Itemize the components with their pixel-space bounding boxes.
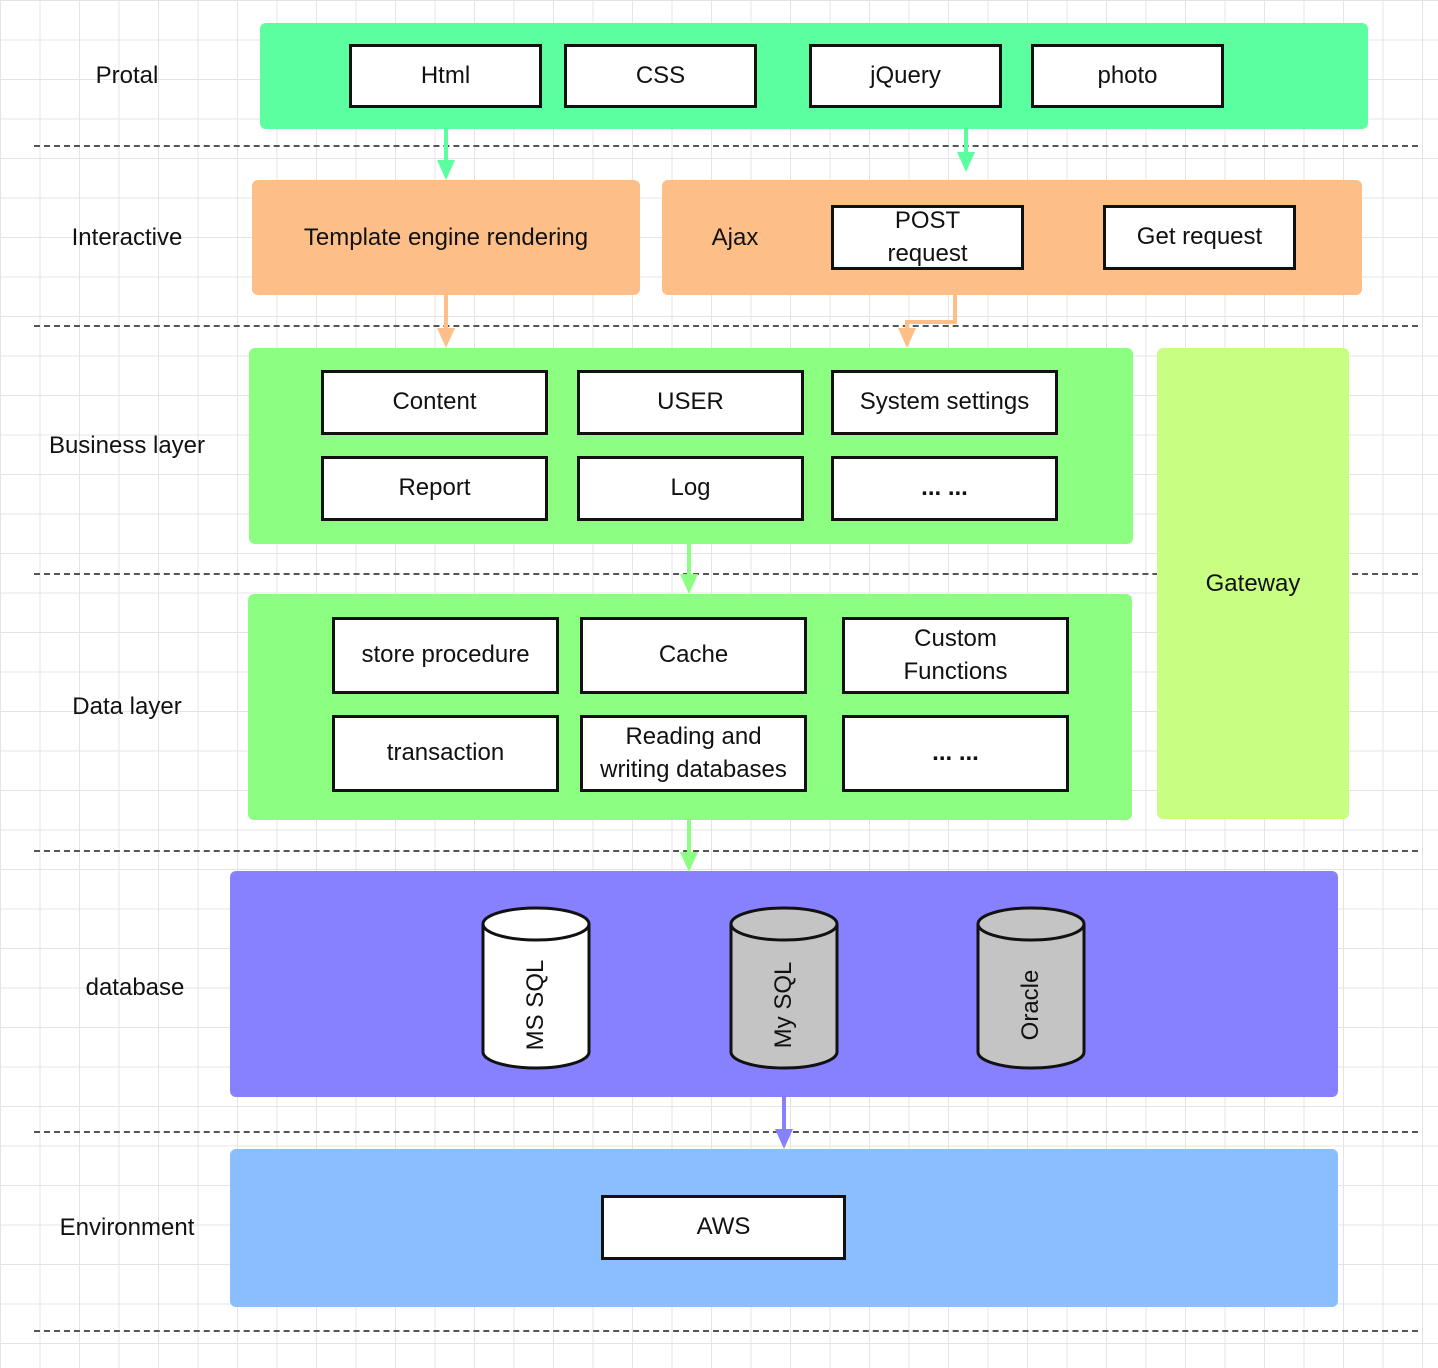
business-item-system-settings[interactable]: System settings [831,370,1058,435]
row-label-business: Business layer [48,432,206,459]
portal-item-photo[interactable]: photo [1031,44,1224,108]
portal-item-jquery[interactable]: jQuery [809,44,1002,108]
separator [34,145,1418,147]
row-label-database: database [85,974,185,1001]
row-label-data: Data layer [72,693,182,720]
gateway-label: Gateway [1205,569,1301,597]
arrow-business-to-data [680,544,698,594]
template-engine-panel [252,180,640,295]
data-item-transaction[interactable]: transaction [332,715,559,792]
separator [34,1330,1418,1332]
data-item-custom-functions[interactable]: Custom Functions [842,617,1069,694]
data-item-reading-writing[interactable]: Reading and writing databases [580,715,807,792]
db-label-oracle: Oracle [1017,969,1044,1041]
arrow-portal-to-template [437,129,455,180]
business-item-content[interactable]: Content [321,370,548,435]
db-label-my-sql: My SQL [770,961,797,1049]
aws-box[interactable]: AWS [601,1195,846,1260]
separator [34,573,1418,575]
row-label-portal: Protal [95,62,159,89]
row-label-interactive: Interactive [71,224,183,251]
business-item-user[interactable]: USER [577,370,804,435]
business-item-report[interactable]: Report [321,456,548,521]
template-engine-label: Template engine rendering [303,223,589,251]
separator [34,1131,1418,1133]
business-item-more[interactable]: ... ... [831,456,1058,521]
arrow-template-to-business [437,295,455,348]
portal-item-html[interactable]: Html [349,44,542,108]
row-label-environment: Environment [59,1214,195,1241]
data-item-more[interactable]: ... ... [842,715,1069,792]
separator [34,325,1418,327]
gateway-panel [1157,348,1349,819]
data-item-cache[interactable]: Cache [580,617,807,694]
post-request-box[interactable]: POST request [831,205,1024,270]
arrow-portal-to-ajax [957,129,975,172]
data-item-store-procedure[interactable]: store procedure [332,617,559,694]
separator [34,850,1418,852]
get-request-box[interactable]: Get request [1103,205,1296,270]
arrow-database-to-environment [775,1097,793,1149]
portal-item-css[interactable]: CSS [564,44,757,108]
db-label-ms-sql: MS SQL [522,959,549,1051]
arrow-data-to-database [680,820,698,872]
ajax-label: Ajax [711,224,759,251]
business-item-log[interactable]: Log [577,456,804,521]
